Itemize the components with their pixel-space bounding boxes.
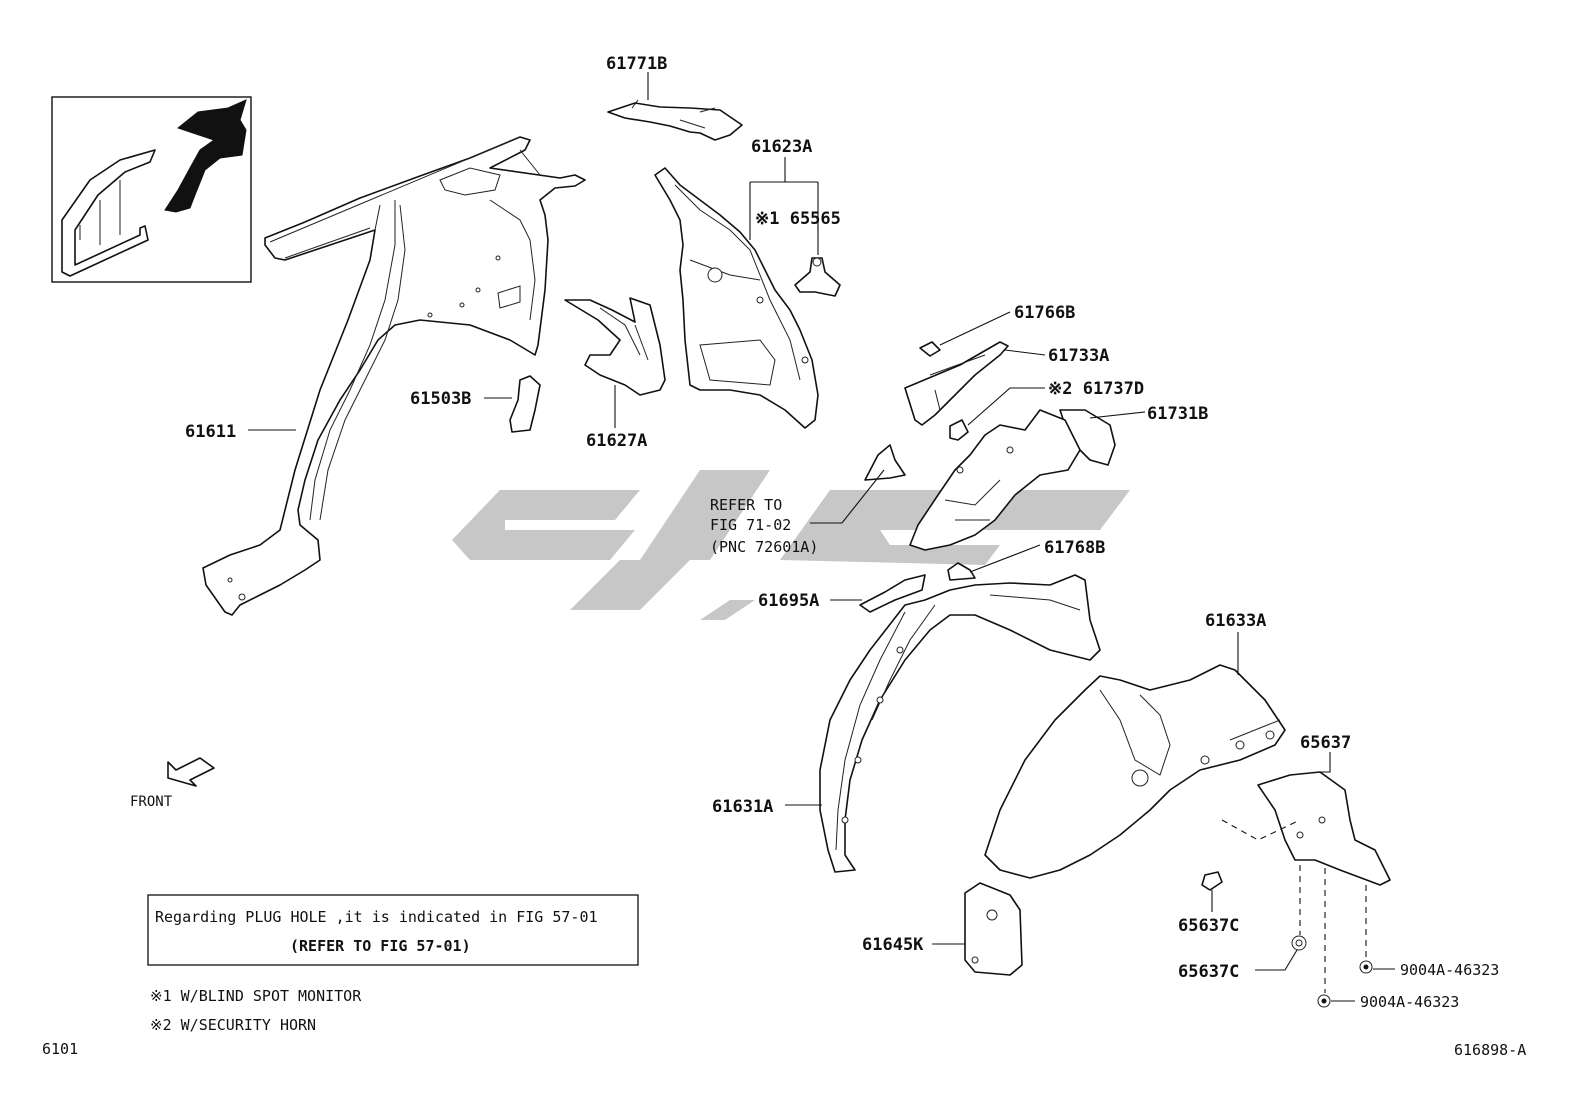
footnote-1: ※1 W/BLIND SPOT MONITOR [150, 987, 362, 1005]
label-61766B: 61766B [1014, 303, 1075, 323]
part-center-inner-panel [909, 409, 1081, 551]
label-65565: ※1 65565 [755, 209, 841, 229]
part-65565-sensor [794, 257, 841, 297]
label-9004A-46323-1: 9004A-46323 [1400, 961, 1499, 979]
part-61768B-bracket [947, 562, 976, 581]
label-61627A: 61627A [586, 431, 647, 451]
part-61645K-bracket [964, 882, 1023, 976]
label-61503B: 61503B [410, 389, 471, 409]
part-61771B-bracket [607, 99, 743, 141]
plug-note-line2: (REFER TO FIG 57-01) [290, 937, 471, 955]
part-61627A-bracket [564, 297, 666, 396]
label-61623A: 61623A [751, 137, 812, 157]
label-61695A: 61695A [758, 591, 819, 611]
part-refer-bracket [864, 444, 906, 481]
part-61695A-bracket [859, 574, 926, 613]
label-61731B: 61731B [1147, 404, 1208, 424]
label-61771B: 61771B [606, 54, 667, 74]
part-65637-mudguard [1257, 771, 1391, 886]
part-61633A-wheelhouse-outer [984, 664, 1286, 879]
part-61766B-61733A-bracket [904, 341, 1009, 426]
fastener-65637C-nut [1291, 935, 1307, 951]
assembly-dash-lines [1221, 819, 1367, 993]
plug-note-line1: Regarding PLUG HOLE ,it is indicated in … [155, 908, 598, 926]
label-61611: 61611 [185, 422, 236, 442]
part-61631A-wheelhouse-inner [819, 574, 1101, 873]
figure-number: 6101 [42, 1040, 78, 1058]
label-61768B: 61768B [1044, 538, 1105, 558]
fastener-9004A-46323-a [1359, 960, 1373, 974]
fastener-65637C-clip [1201, 871, 1223, 891]
leader-lines [248, 72, 1395, 1002]
label-61631A: 61631A [712, 797, 773, 817]
label-61733A: 61733A [1048, 346, 1109, 366]
label-9004A-46323-2: 9004A-46323 [1360, 993, 1459, 1011]
front-arrow-icon [167, 757, 215, 787]
part-61623A-inner-pillar [654, 167, 819, 429]
label-61633A: 61633A [1205, 611, 1266, 631]
front-label: FRONT [130, 794, 173, 810]
fastener-9004A-46323-b [1317, 994, 1331, 1008]
label-61737D: ※2 61737D [1048, 379, 1144, 399]
part-61503B-bracket [509, 375, 541, 433]
label-65637C-2: 65637C [1178, 962, 1239, 982]
label-65637: 65637 [1300, 733, 1351, 753]
part-61737D-horn [949, 419, 969, 441]
refer-line2: FIG 71-02 [710, 516, 791, 534]
label-65637C-1: 65637C [1178, 916, 1239, 936]
refer-line3: (PNC 72601A) [710, 538, 818, 556]
part-61611-quarter-panel [202, 136, 586, 616]
footnote-2: ※2 W/SECURITY HORN [150, 1016, 316, 1034]
plug-hole-note: Regarding PLUG HOLE ,it is indicated in … [147, 894, 639, 966]
inset-view [51, 96, 252, 283]
refer-line1: REFER TO [710, 496, 782, 514]
label-61645K: 61645K [862, 935, 924, 955]
drawing-code: 616898-A [1454, 1041, 1526, 1059]
